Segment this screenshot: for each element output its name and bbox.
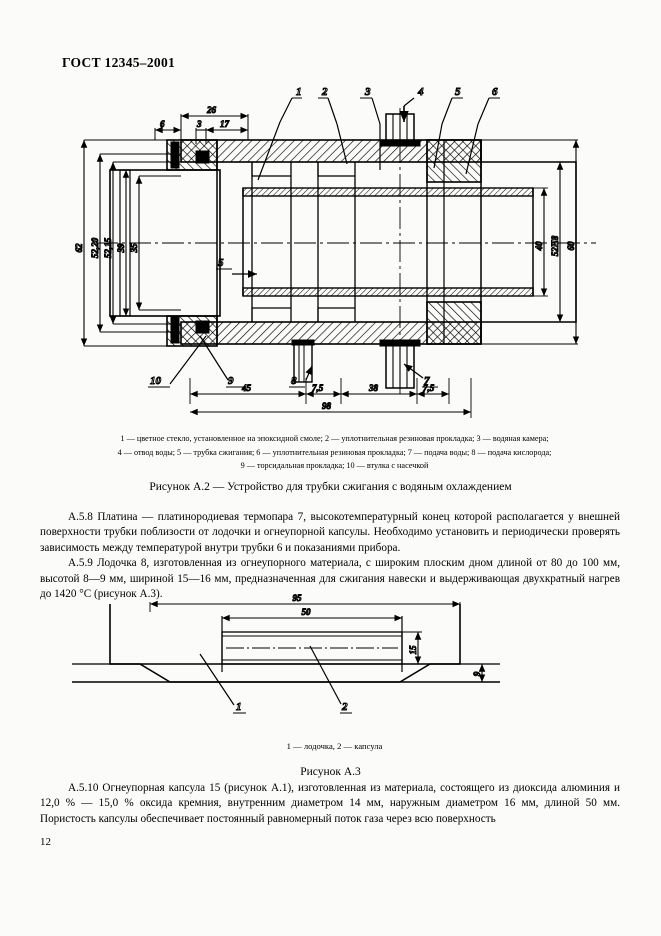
figure-a2-legend-line-3: 9 — торсидальная прокладка; 10 — втулка …: [240, 461, 429, 470]
callout-5-inner: 5: [218, 257, 224, 269]
figure-a2-legend-line-2: 4 — отвод воды; 5 — трубка сжигания; 6 —…: [117, 447, 552, 457]
figure-a2-callout-5-inner: 5: [216, 257, 257, 278]
dim-75-left: 7,5: [312, 383, 324, 393]
figure-a2-caption: Рисунок А.2 — Устройство для трубки сжиг…: [149, 481, 512, 493]
standard-number-header: ГОСТ 12345–2001: [62, 55, 176, 70]
dim-5220: 52,20: [90, 237, 100, 258]
figure-a2-top-dimensions: 26 6 3 17: [154, 105, 249, 144]
figure-a2-right-dimensions: 40 52H8 60: [481, 139, 580, 345]
dim-17: 17: [220, 119, 230, 129]
callout-1: 1: [296, 86, 302, 98]
paragraph-a58: А.5.8 Платина — платинородиевая термопар…: [40, 511, 620, 554]
dim-26: 26: [206, 105, 217, 115]
paragraph-a510: А.5.10 Огнеупорная капсула 15 (рисунок А…: [40, 782, 620, 825]
figure-a2-assembly: [96, 108, 596, 396]
dim-95: 95: [293, 593, 303, 603]
dim-62: 62: [74, 243, 84, 253]
body-text-block-1: А.5.8 Платина — платинородиевая термопар…: [40, 510, 620, 602]
dim-9: 9: [472, 671, 482, 676]
dim-38: 38: [368, 383, 379, 393]
figure-a3-drawing: 95 50: [0, 592, 661, 722]
callout-10: 10: [150, 375, 162, 387]
figure-a2-left-dimensions: 62 52,20 52,15 39 35: [74, 139, 181, 347]
dim-3: 3: [196, 119, 202, 129]
callout-7: 7: [424, 375, 430, 387]
figure-a3-caption: Рисунок А.3: [300, 766, 361, 778]
page-number: 12: [40, 836, 51, 848]
dim-50: 50: [302, 607, 312, 617]
figure-a2-drawing: 1 2 3 4 5: [0, 78, 661, 423]
figure-a2-bottom-dimensions: 45 7,5 38 7,5 98: [189, 378, 472, 418]
dim-52h8: 52H8: [550, 235, 560, 256]
figure-a3-legend-line-1: 1 — лодочка, 2 — капсула: [286, 741, 383, 751]
dim-60: 60: [566, 241, 576, 251]
body-text-block-2: А.5.10 Огнеупорная капсула 15 (рисунок А…: [40, 781, 620, 827]
callout-8: 8: [291, 375, 297, 387]
dim-35: 35: [129, 243, 139, 254]
figure-a3-callout-1: 1: [236, 701, 242, 713]
dim-39: 39: [116, 243, 126, 254]
dim-75-right: 7,5: [423, 383, 435, 393]
figure-a2-legend-line-1: 1 — цветное стекло, установленное на эпо…: [120, 434, 549, 443]
callout-6: 6: [492, 86, 498, 98]
dim-45: 45: [241, 383, 252, 393]
callout-3: 3: [364, 86, 371, 98]
dim-40: 40: [534, 241, 544, 252]
dim-6: 6: [160, 119, 165, 129]
figure-a2-callout-group-top: 1 2 3 4 5: [257, 86, 500, 181]
callout-2: 2: [321, 86, 328, 98]
figure-a2-callout-group-bottom: 10 9 8 7: [148, 335, 438, 388]
figure-a2-legend: 1 — цветное стекло, установленное на эпо…: [52, 432, 617, 473]
dim-5215: 52,15: [103, 237, 113, 258]
dim-98: 98: [322, 401, 332, 411]
dim-15: 15: [408, 645, 418, 655]
callout-9: 9: [228, 375, 234, 387]
figure-a3-callout-2: 2: [341, 701, 348, 713]
figure-a3-legend: 1 — лодочка, 2 — капсула: [52, 740, 617, 754]
callout-5-top: 5: [455, 86, 461, 98]
callout-4: 4: [417, 86, 424, 98]
paragraph-a59: А.5.9 Лодочка 8, изготовленная из огнеуп…: [40, 557, 620, 601]
